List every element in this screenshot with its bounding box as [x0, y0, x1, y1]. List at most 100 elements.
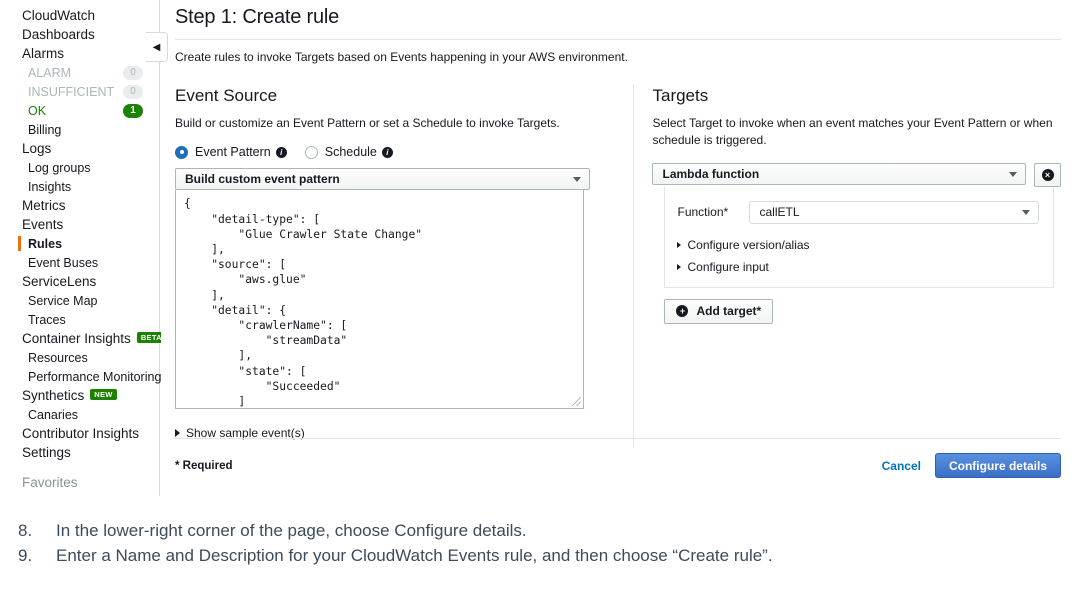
cancel-button[interactable]: Cancel [881, 458, 921, 473]
required-note: * Required [175, 459, 233, 472]
sidebar-item-label: Metrics [22, 198, 66, 213]
sidebar-item-label: Log groups [28, 160, 91, 175]
sidebar-item-label: OK [28, 103, 47, 118]
chevron-down-icon [1022, 210, 1031, 216]
chevron-down-icon [573, 177, 582, 183]
targets-panel: Targets Select Target to invoke when an … [618, 86, 1061, 440]
sidebar-item-label: Insights [28, 179, 72, 194]
show-sample-events-label: Show sample event(s) [186, 426, 305, 441]
sidebar-item-cloudwatch[interactable]: CloudWatch [0, 6, 159, 25]
sidebar-item-tag: BETA [136, 332, 166, 343]
sidebar-item-settings[interactable]: Settings [0, 443, 159, 462]
sidebar-item-tag: NEW [90, 389, 117, 400]
radio-event-pattern-indicator[interactable] [175, 145, 188, 159]
sidebar-item-events[interactable]: Events [0, 215, 159, 234]
sidebar-item-label: Event Buses [28, 255, 99, 270]
targets-description: Select Target to invoke when an event ma… [652, 116, 1053, 148]
add-target-button[interactable]: + Add target* [664, 298, 774, 324]
target-type-value: Lambda function [662, 166, 760, 181]
instruction-number: 8. [18, 521, 33, 540]
show-sample-events-toggle[interactable]: Show sample event(s) [175, 426, 590, 440]
sidebar-item-badge: 0 [123, 84, 143, 99]
sidebar-item-dashboards[interactable]: Dashboards [0, 25, 159, 44]
function-field-row: Function* callETL [677, 200, 1040, 224]
sidebar-item-synthetics[interactable]: Synthetics NEW [0, 386, 159, 405]
configure-details-button[interactable]: Configure details [934, 453, 1061, 478]
event-pattern-editor[interactable]: { "detail-type": [ "Glue Crawler State C… [175, 190, 584, 410]
sidebar-collapse-icon[interactable]: ◀ [146, 32, 168, 62]
sidebar-item-event-buses[interactable]: Event Buses [0, 253, 159, 272]
sidebar-item-label: Resources [28, 350, 88, 365]
plus-circle-icon: + [676, 305, 689, 318]
sidebar-item-metrics[interactable]: Metrics [0, 196, 159, 215]
triangle-right-icon [677, 263, 682, 270]
instruction-item: 9.Enter a Name and Description for your … [18, 543, 1086, 568]
sidebar-item-log-groups[interactable]: Log groups [0, 158, 159, 177]
info-icon[interactable]: i [275, 146, 287, 158]
configure-input-toggle[interactable]: Configure input [677, 260, 1039, 274]
sidebar-item-insights[interactable]: Insights [0, 177, 159, 196]
sidebar-item-container-insights[interactable]: Container Insights BETA [0, 329, 166, 348]
sidebar-item-traces[interactable]: Traces [0, 310, 159, 329]
event-source-description: Build or customize an Event Pattern or s… [175, 116, 560, 130]
resize-handle[interactable] [572, 397, 581, 407]
action-buttons: Cancel Configure details [882, 453, 1061, 478]
radio-schedule-label: Schedule [324, 145, 377, 160]
configure-version-alias-toggle[interactable]: Configure version/alias [677, 238, 1039, 252]
sidebar-item-rules[interactable]: Rules [0, 234, 159, 253]
sidebar-item-label: Performance Monitoring [28, 369, 162, 384]
sidebar-item-badge: 0 [123, 65, 143, 80]
sidebar-item-label: Service Map [28, 293, 98, 308]
add-target-label: Add target* [696, 304, 762, 319]
sidebar-item-ok[interactable]: OK 1 [0, 101, 159, 120]
sidebar-item-label: CloudWatch [22, 8, 96, 23]
target-type-select[interactable]: Lambda function [652, 162, 1026, 185]
configure-input-label: Configure input [687, 259, 769, 274]
event-pattern-json: { "detail-type": [ "Glue Crawler State C… [184, 197, 423, 409]
sidebar-item-alarms[interactable]: Alarms [0, 44, 159, 63]
sidebar-item-label: ServiceLens [22, 274, 97, 289]
sidebar-item-service-map[interactable]: Service Map [0, 291, 159, 310]
sidebar-item-label: Synthetics [22, 388, 85, 403]
sidebar-item-servicelens[interactable]: ServiceLens [0, 272, 159, 291]
sidebar-item-label: ALARM [28, 65, 72, 80]
targets-title: Targets [652, 86, 709, 105]
target-config-body: Function* callETL Configure version/alia… [664, 186, 1055, 288]
sidebar-item-favorites[interactable]: Favorites [0, 473, 159, 492]
sidebar-item-billing[interactable]: Billing [0, 120, 159, 139]
sidebar-item-performance-monitoring[interactable]: Performance Monitoring [0, 367, 162, 386]
sidebar-item-label: Container Insights [22, 331, 131, 346]
target-type-row: Lambda function × [652, 162, 1061, 187]
sidebar-item-label: Contributor Insights [22, 426, 140, 441]
sidebar-item-label: Billing [28, 122, 62, 137]
sidebar-item-badge: 1 [123, 103, 143, 118]
function-select[interactable]: callETL [749, 200, 1040, 224]
event-pattern-select[interactable]: Build custom event pattern [175, 168, 591, 191]
sidebar-item-label: Canaries [28, 407, 79, 422]
sidebar-item-contributor-insights[interactable]: Contributor Insights [0, 424, 159, 443]
radio-schedule[interactable]: Schedule i [304, 145, 393, 160]
sidebar-item-logs[interactable]: Logs [0, 139, 159, 158]
triangle-right-icon [677, 241, 682, 248]
info-icon[interactable]: i [381, 146, 393, 158]
function-label: Function* [677, 205, 729, 220]
radio-event-pattern[interactable]: Event Pattern i [175, 145, 287, 159]
sidebar-item-insufficient[interactable]: INSUFFICIENT 0 [0, 82, 159, 101]
sidebar-item-resources[interactable]: Resources [0, 348, 159, 367]
sidebar-item-alarm[interactable]: ALARM 0 [0, 63, 159, 82]
sidebar-item-label: Rules [28, 236, 63, 251]
sidebar-item-canaries[interactable]: Canaries [0, 405, 159, 424]
radio-schedule-indicator[interactable] [304, 145, 318, 159]
remove-target-button[interactable]: × [1034, 162, 1061, 187]
sidebar-item-label: Alarms [22, 46, 65, 61]
sidebar-item-label: INSUFFICIENT [28, 84, 115, 99]
close-circle-icon: × [1041, 168, 1054, 181]
column-divider [633, 84, 634, 448]
function-value: callETL [759, 205, 800, 220]
form-action-bar: * Required Cancel Configure details [175, 438, 1061, 478]
sidebar-item-label: Dashboards [22, 27, 95, 42]
create-rule-console: Step 1: Create rule Create rules to invo… [161, 0, 1086, 496]
event-source-radio-group: Event Pattern i Schedule i [175, 145, 590, 159]
